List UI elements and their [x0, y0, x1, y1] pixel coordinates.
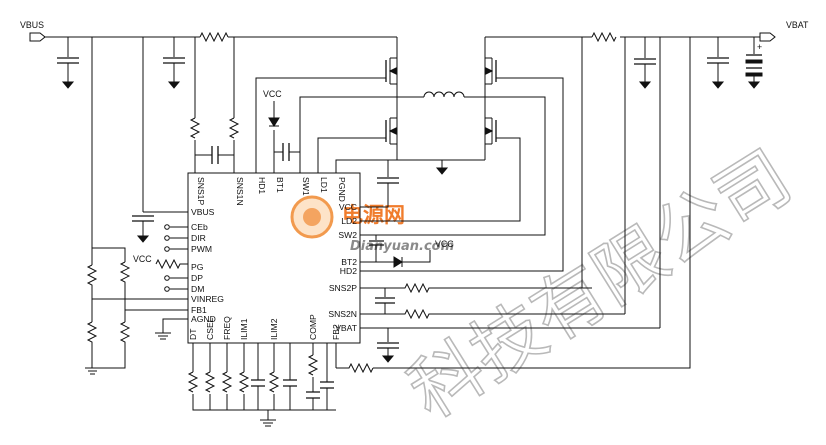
bt2-vcc-label: VCC [435, 239, 454, 249]
vbus-input-capacitors [57, 37, 185, 89]
left-wiring [85, 37, 188, 375]
svg-text:+: + [757, 42, 762, 52]
ic-right-pin-hd2: HD2 [340, 266, 357, 276]
ic-left-pin-vbus: VBUS [191, 207, 215, 217]
ic-left-pin-dir: DIR [191, 233, 206, 243]
ic-bottom-pin-ilim1: ILIM1 [239, 318, 249, 340]
ic-left-pin-pwm: PWM [191, 244, 212, 254]
ic-right-pin-vcc: VCC [339, 202, 357, 212]
watermark: 科技有限公司 电源网 Dianyuan.com [290, 133, 806, 435]
ic-top-pin-bt1: BT1 [275, 177, 285, 193]
mosfet-q1-high-side [380, 37, 398, 97]
ic-right-pin-sns2p: SNS2P [329, 283, 357, 293]
vbat-connector [759, 32, 776, 42]
input-sense-resistor [199, 31, 229, 43]
ic-top-pin-sns1n: SNS1N [235, 177, 245, 206]
sns1-network [189, 37, 240, 173]
logic-input-terminals: VCC [133, 224, 188, 292]
bridge1-wiring: VCC [255, 77, 449, 193]
ic-right-pin-sw2: SW2 [338, 230, 357, 240]
ic-bottom-pin-csel: CSEL [205, 317, 215, 340]
ic-right-pin-ld2: LD2 [341, 216, 357, 226]
ic-bottom-pin-fb2: FB2 [331, 324, 341, 340]
ic-left-pin-ceb: CEb [191, 222, 208, 232]
output-network: + [336, 31, 763, 374]
ic-left-pin-agnd: AGND [191, 314, 216, 324]
ic-bottom-pin-comp: COMP [308, 314, 318, 340]
ic-bottom-pin-ilim2: ILIM2 [269, 318, 279, 340]
vbat-label: VBAT [786, 20, 809, 30]
ic-top-pin-pgnd: PGND [337, 177, 347, 202]
ic-left-pin-dp: DP [191, 273, 203, 283]
ic-top-pin-ld1: LD1 [319, 177, 329, 193]
ic-right-pin-sns2n: SNS2N [328, 309, 357, 319]
ic-right-pin-bt2: BT2 [341, 257, 357, 267]
top-bus-wiring: VBUS VBAT [20, 20, 809, 42]
mosfet-q2-low-side [380, 97, 398, 160]
vbus-connector [29, 32, 46, 42]
mosfet-q4-low-side [442, 97, 502, 161]
ic-top-pin-hd1: HD1 [257, 177, 267, 194]
mosfet-q3-high-side [484, 37, 502, 97]
bottom-pin-network [187, 343, 337, 427]
watermark-company-text: 科技有限公司 [394, 134, 805, 434]
ic-top-pin-sw1: SW1 [301, 177, 311, 196]
bridge2-wiring: VCC [360, 77, 660, 363]
ic-right-pin-vbat: VBAT [335, 323, 358, 333]
ic-left-pin-dm: DM [191, 284, 204, 294]
ic-left-pin-pg: PG [191, 262, 204, 272]
ic-bottom-pin-dt: DT [188, 328, 198, 340]
bt1-vcc-label: VCC [263, 89, 282, 99]
ic-top-pin-sns1p: SNS1P [196, 177, 206, 205]
power-inductor [398, 91, 485, 98]
ic-bottom-pin-freq: FREQ [222, 316, 232, 340]
pg-pullup-vcc-label: VCC [133, 254, 152, 264]
ic-left-pin-fb1: FB1 [191, 305, 207, 315]
ic-left-pin-vinreg: VINREG [191, 294, 224, 304]
vbus-label: VBUS [20, 20, 44, 30]
